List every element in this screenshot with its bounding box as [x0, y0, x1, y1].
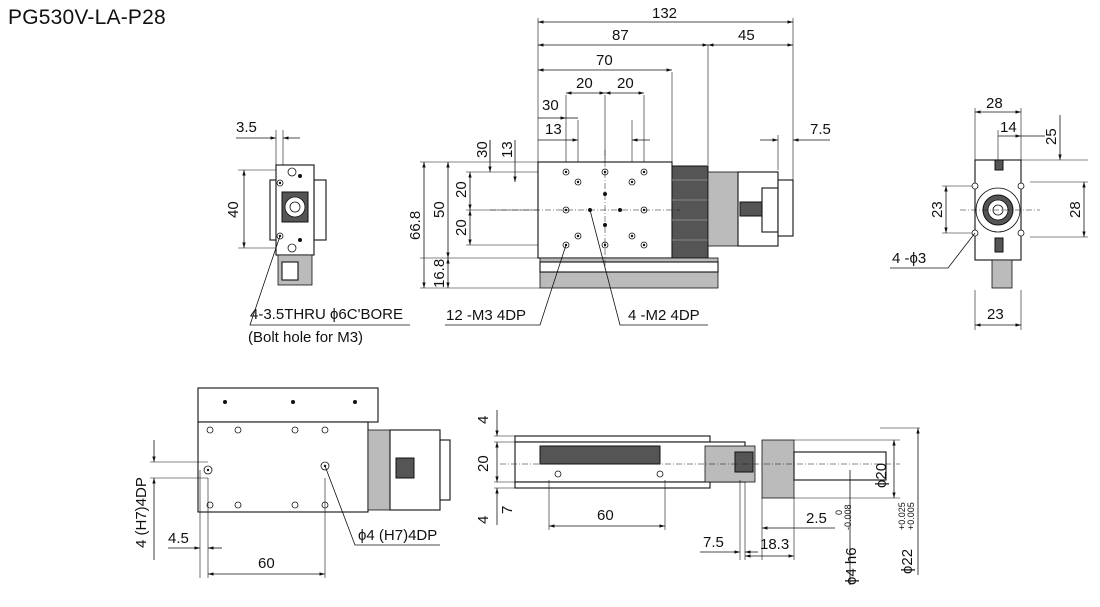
note-bolt-holes: 4-3.5THRU ϕ6C'BORE: [250, 306, 403, 323]
phi4-tol-upper: 0: [834, 510, 844, 515]
dim-4-bottom: 4: [475, 516, 492, 524]
right-view: 28 14 25 28 23 23 4 -ϕ3: [890, 95, 1088, 330]
bottom-view: 4 (H7)4DP 4.5 60 ϕ4 (H7)4DP: [133, 387, 451, 578]
dim-60-side: 60: [597, 507, 614, 524]
note-4-phi3: 4 -ϕ3: [892, 250, 926, 267]
dim-v66-8: 66.8: [407, 211, 424, 240]
dim-40: 40: [225, 201, 242, 218]
dim-v20a: 20: [453, 181, 470, 198]
dim-60-bottom: 60: [258, 555, 275, 572]
dim-70: 70: [596, 52, 613, 69]
dim-4-top: 4: [475, 416, 492, 424]
dim-phi20: ϕ20: [873, 463, 890, 488]
dim-phi22: ϕ22: [899, 549, 916, 574]
dim-14: 14: [1000, 119, 1017, 136]
dim-4-5: 4.5: [168, 530, 189, 547]
dim-2-5: 2.5: [806, 510, 827, 527]
dim-phi4-h6: ϕ4 h6: [843, 547, 860, 585]
dim-7-side: 7: [499, 506, 516, 514]
phi22-tol-upper: +0.025: [897, 502, 907, 530]
side-view: 4 20 7 4 60 7.5 18.3 2.5 ϕ20 ϕ22 +0.025 …: [475, 410, 920, 585]
phi22-tol-lower: +0.005: [906, 502, 916, 530]
dim-7-5: 7.5: [810, 121, 831, 138]
dim-13: 13: [545, 121, 562, 138]
note-phi4-pin: ϕ4 (H7)4DP: [358, 527, 437, 544]
dim-v13: 13: [499, 141, 516, 158]
dim-28-top: 28: [986, 95, 1003, 112]
phi4-tol-lower: -0.008: [843, 504, 853, 530]
note-bolt-sub: (Bolt hole for M3): [248, 329, 363, 346]
dim-23-bottom: 23: [987, 306, 1004, 323]
dim-7-5-side: 7.5: [703, 534, 724, 551]
dim-4-h7: 4 (H7)4DP: [133, 477, 150, 548]
dim-3-5: 3.5: [236, 119, 257, 136]
dim-23-left: 23: [929, 201, 946, 218]
note-m3-holes: 12 -M3 4DP: [446, 307, 526, 324]
dim-132: 132: [652, 5, 677, 22]
note-m2-holes: 4 -M2 4DP: [628, 307, 700, 324]
dim-45: 45: [738, 27, 755, 44]
dim-18-3: 18.3: [760, 536, 789, 553]
dim-v20b: 20: [453, 219, 470, 236]
m3-holes: [562, 168, 648, 249]
drawing-title: PG530V-LA-P28: [8, 6, 166, 29]
dim-v30: 30: [474, 141, 491, 158]
dim-v16-8: 16.8: [431, 259, 448, 288]
dim-20a: 20: [576, 75, 593, 92]
top-view: 132 87 45 70 20 20 30 13 7.5 30 13 20 50…: [407, 5, 831, 326]
dim-25: 25: [1043, 128, 1060, 145]
dim-87: 87: [612, 27, 629, 44]
dim-20-side: 20: [475, 455, 492, 472]
dim-28-right: 28: [1067, 201, 1084, 218]
dim-20b: 20: [617, 75, 634, 92]
dim-v50: 50: [431, 201, 448, 218]
left-view: 3.5 40 4-3.5THRU ϕ6C'BORE (Bolt hole for…: [225, 119, 410, 346]
dim-30: 30: [542, 97, 559, 114]
